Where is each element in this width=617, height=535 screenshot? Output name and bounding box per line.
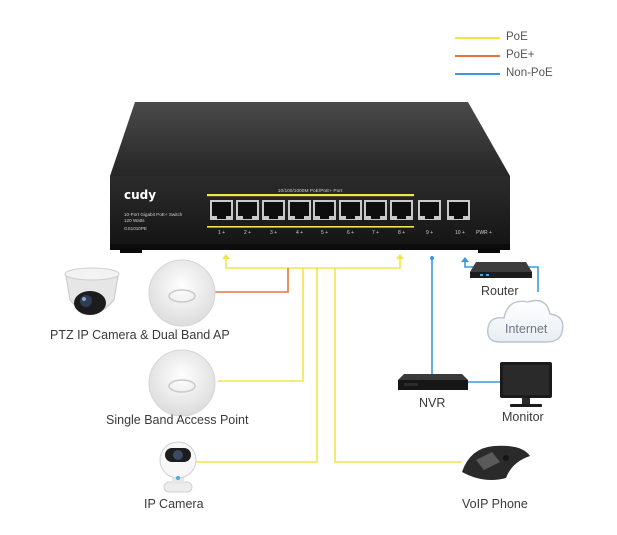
switch-desc-line2: 120 Watts xyxy=(124,218,145,223)
legend-poe-label: PoE xyxy=(506,31,528,43)
port-label-7: 7 + xyxy=(372,230,379,236)
ptz-camera-icon xyxy=(64,267,120,315)
router-icon xyxy=(470,262,532,278)
foot-right xyxy=(478,248,500,253)
port-label-6: 6 + xyxy=(347,230,354,236)
poe-cable-voip xyxy=(334,268,462,463)
poe-cable-ip-camera xyxy=(196,268,318,463)
port-label-8: 8 + xyxy=(398,230,405,236)
port-label-2: 2 + xyxy=(244,230,251,236)
arrow-port8 xyxy=(396,254,404,259)
single-ap-label: Single Band Access Point xyxy=(106,413,249,427)
rj45-port-3 xyxy=(262,200,285,220)
rj45-port-5 xyxy=(313,200,336,220)
rj45-port-2 xyxy=(236,200,259,220)
internet-label: Internet xyxy=(505,322,548,336)
poe-group-bar-top xyxy=(207,194,414,197)
rj45-port-6 xyxy=(339,200,362,220)
port-row: 1 + 2 + 3 + 4 + 5 + 6 + 7 + 8 + 9 + 10 + xyxy=(210,200,470,236)
internet-cloud-icon xyxy=(487,299,564,343)
poe-group-label: 10/100/1000M PoE/PoE+ Port xyxy=(278,188,343,194)
port-label-3: 3 + xyxy=(270,230,277,236)
rj45-port-4 xyxy=(288,200,311,220)
pwr-label: PWR + xyxy=(476,230,492,236)
rj45-port-9 xyxy=(418,200,441,220)
ptz-ap-label: PTZ IP Camera & Dual Band AP xyxy=(50,328,230,342)
router-label: Router xyxy=(481,284,519,298)
nvr-icon xyxy=(398,374,468,390)
rj45-port-10 xyxy=(447,200,470,220)
poeplus-cable-ptz-ap xyxy=(214,268,289,293)
switch-brand: cudy xyxy=(124,188,156,202)
voip-phone-icon xyxy=(462,445,530,480)
cables xyxy=(196,255,539,463)
arrow-port10 xyxy=(461,257,469,262)
rj45-port-8 xyxy=(390,200,413,220)
poe-cable-port1 xyxy=(225,255,401,269)
port-label-9: 9 + xyxy=(426,230,433,236)
poe-switch: cudy 10-Port Gigabit PoE+ Switch 120 Wat… xyxy=(110,102,510,253)
dual-band-ap-icon xyxy=(148,259,216,327)
legend xyxy=(455,37,500,75)
switch-model: GS1010PE xyxy=(124,226,147,231)
nonpoe-cable-internet xyxy=(528,266,539,292)
monitor-label: Monitor xyxy=(502,410,544,424)
rj45-port-7 xyxy=(364,200,387,220)
legend-nonpoe-label: Non-PoE xyxy=(506,67,553,79)
switch-top xyxy=(110,102,510,176)
legend-poeplus-label: PoE+ xyxy=(506,49,535,61)
nvr-label: NVR xyxy=(419,396,446,410)
arrow-port1 xyxy=(222,254,230,259)
single-band-ap-icon xyxy=(148,349,216,417)
port-label-5: 5 + xyxy=(321,230,328,236)
port-label-4: 4 + xyxy=(296,230,303,236)
monitor-icon xyxy=(500,362,552,407)
rj45-port-1 xyxy=(210,200,233,220)
ip-camera-label: IP Camera xyxy=(144,497,204,511)
switch-desc-line1: 10-Port Gigabit PoE+ Switch xyxy=(124,212,183,217)
foot-left xyxy=(120,248,142,253)
ip-camera-icon xyxy=(159,441,197,493)
poe-group-bar-bottom xyxy=(207,226,414,228)
port-label-10: 10 + xyxy=(455,230,465,236)
poe-cable-single-ap xyxy=(218,268,304,382)
port-label-1: 1 + xyxy=(218,230,225,236)
switch-base xyxy=(110,244,510,250)
voip-label: VoIP Phone xyxy=(462,497,528,511)
dot-port9 xyxy=(430,256,434,260)
